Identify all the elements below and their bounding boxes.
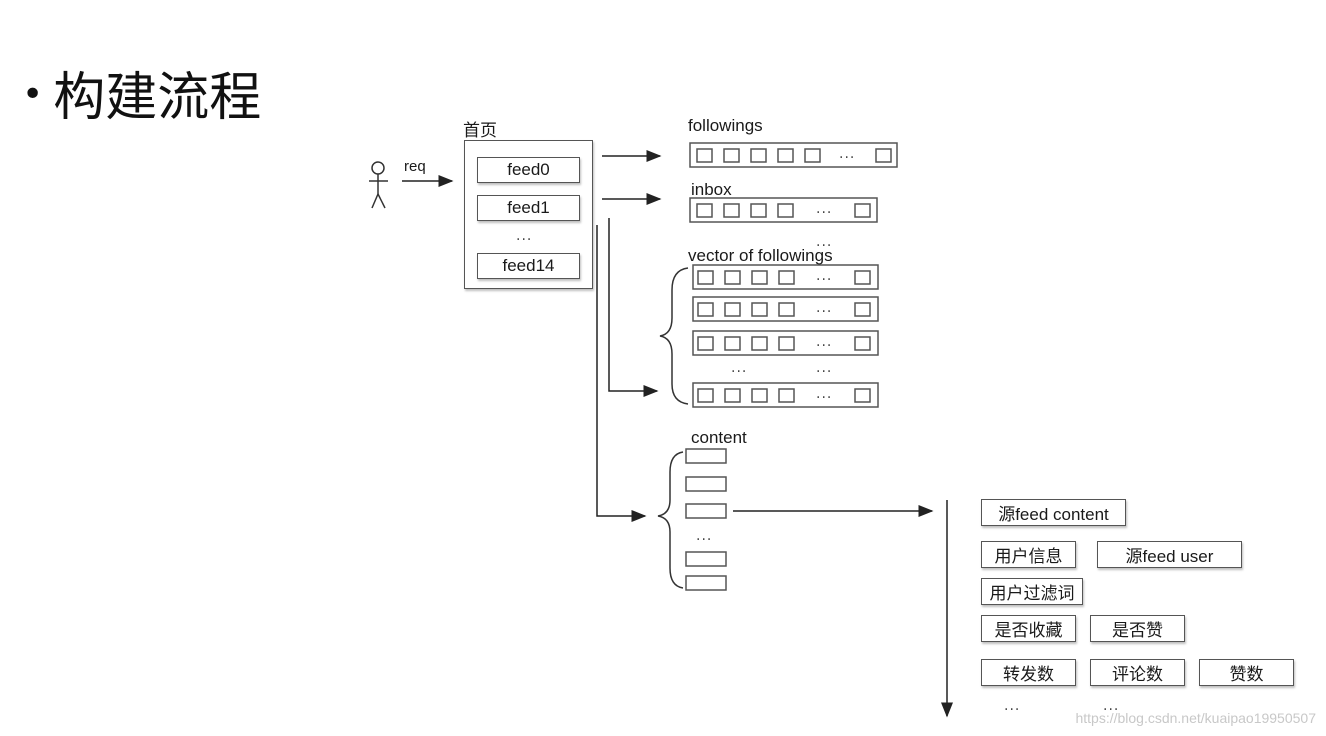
repost-count-field: 转发数 [981,659,1076,686]
user-filter-words-field: 用户过滤词 [981,578,1083,605]
title-bullet: • [22,74,44,115]
vector-label: vector of followings [688,246,833,265]
vector-row-ellipsis: ... [816,268,833,284]
vector-row [692,264,879,290]
source-feed-content-field: 源feed content [981,499,1126,526]
inbox-array [689,197,878,223]
vector-row-ellipsis: ... [816,386,833,402]
followings-array [689,142,898,168]
comment-count-field: 评论数 [1090,659,1185,686]
is-liked-field: 是否赞 [1090,615,1185,642]
followings-label: followings [688,116,763,135]
vector-row [692,382,879,408]
content-label: content [691,428,747,447]
content-brace [657,451,684,589]
feed-ellipsis: ... [516,228,533,244]
watermark-url: https://blog.csdn.net/kuaipao19950507 [1075,710,1316,726]
homepage-label: 首页 [463,121,497,140]
vector-brace [659,267,689,405]
like-count-field: 赞数 [1199,659,1294,686]
feed-item: feed14 [477,253,580,279]
vector-row [692,296,879,322]
vector-row-ellipsis: ... [816,300,833,316]
content-ellipsis: ... [696,528,713,544]
feed-item: feed1 [477,195,580,221]
vector-row [692,330,879,356]
detail-ellipsis: ... [1004,698,1021,714]
user-icon [369,161,388,209]
title-text: 构建流程 [53,68,262,128]
vector-row-ellipsis: ... [816,334,833,350]
vector-arrow [608,218,659,397]
feed-item: feed0 [477,157,580,183]
slide-title: •构建流程 [22,72,261,124]
vector-rows-ellipsis: ... [816,360,833,376]
req-label: req [404,158,426,175]
inbox-ellipsis: ... [816,201,833,217]
inbox-label: inbox [691,180,732,199]
content-items [685,448,727,591]
content-arrow [596,225,647,522]
vector-rows-ellipsis: ... [731,360,748,376]
source-feed-user-field: 源feed user [1097,541,1242,568]
detail-ellipsis: ... [1103,698,1120,714]
followings-ellipsis: ... [839,146,856,162]
user-info-field: 用户信息 [981,541,1076,568]
is-favorited-field: 是否收藏 [981,615,1076,642]
inbox-extra-ellipsis: ... [816,234,833,250]
